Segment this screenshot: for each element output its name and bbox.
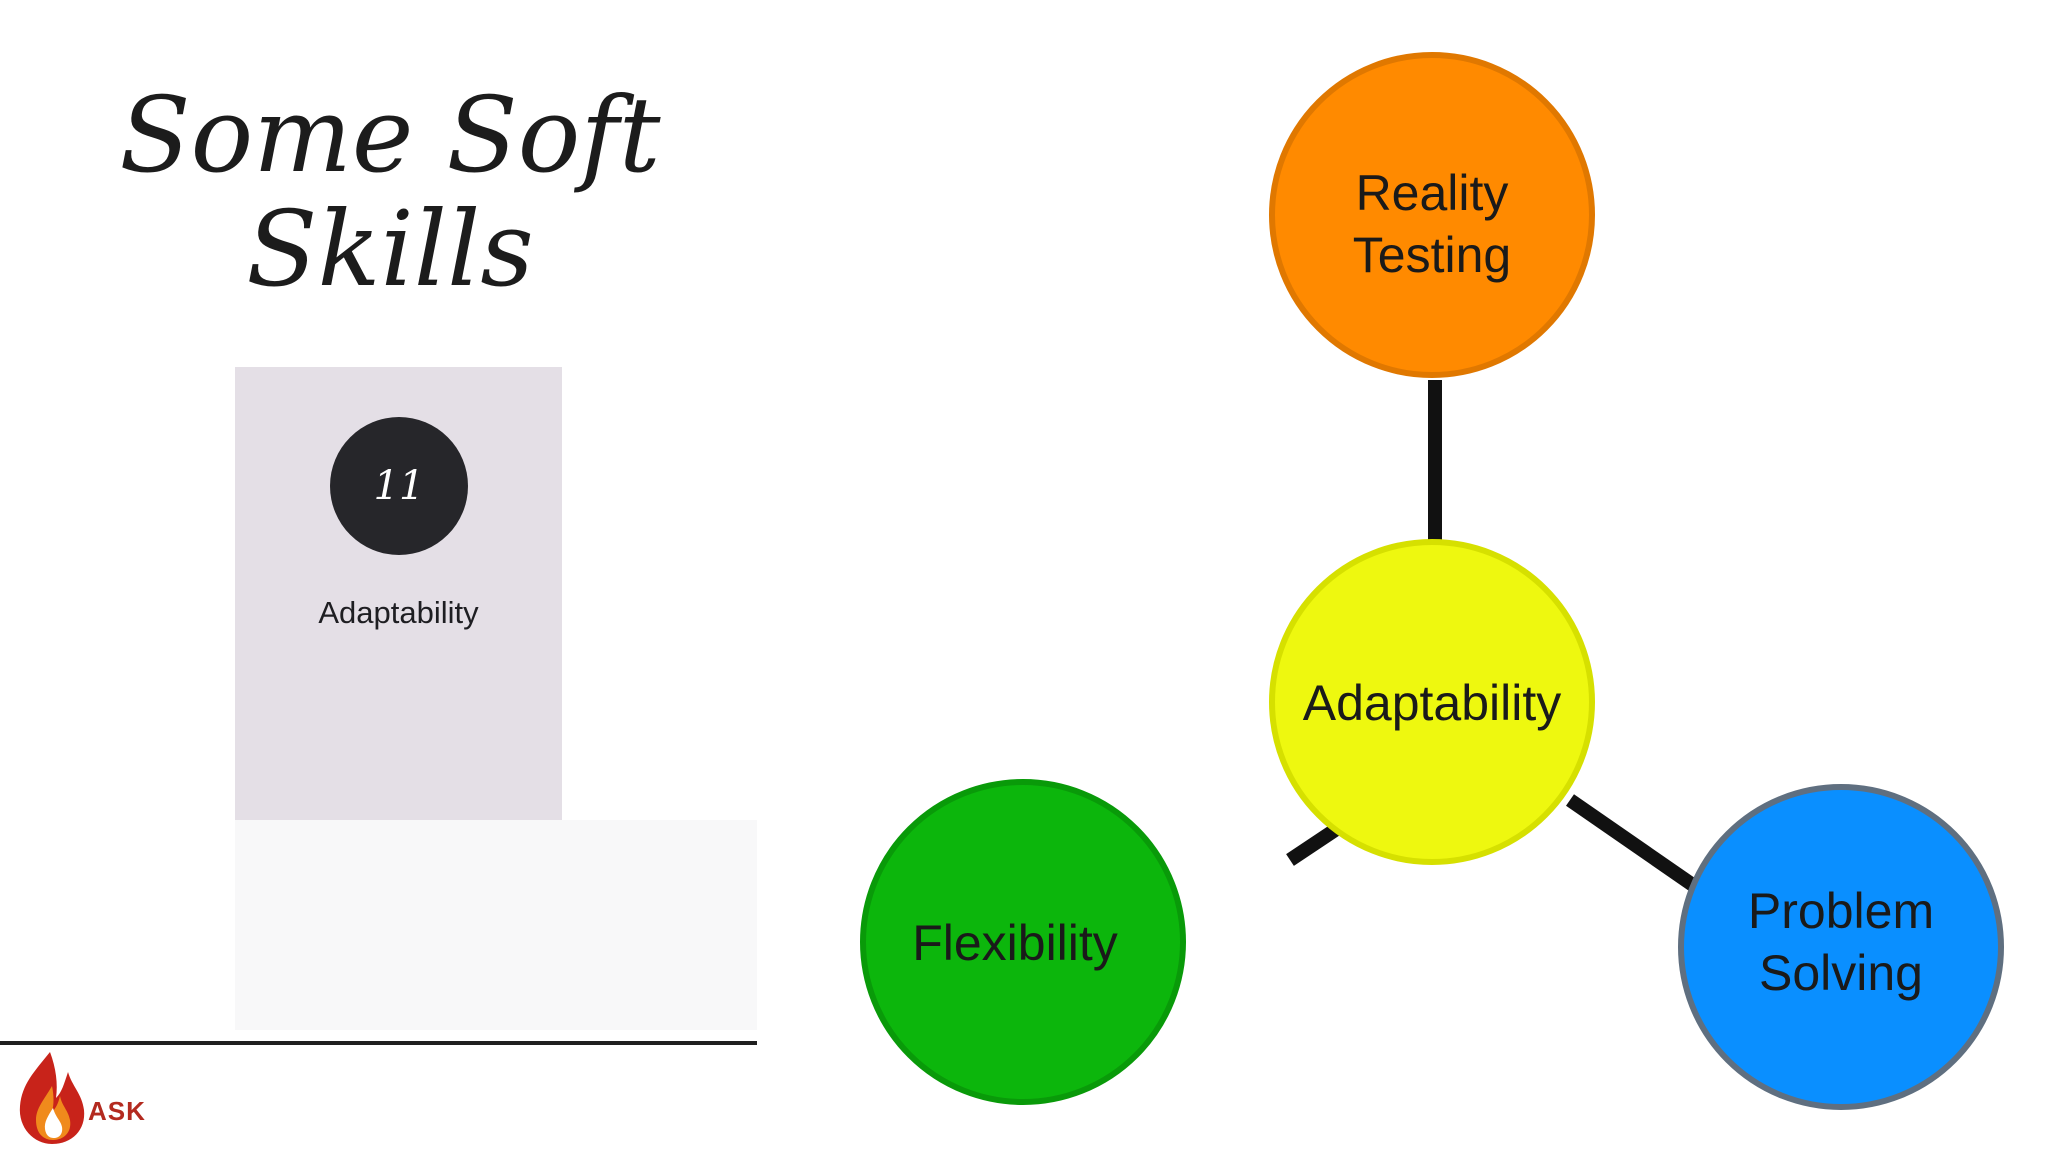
- adaptability-diagram: Reality Testing Adaptability Flexibility…: [860, 52, 2004, 1110]
- node-problem-solving-line-1: Problem: [1748, 883, 1934, 939]
- node-flexibility-line-1: Flexibility: [912, 915, 1118, 971]
- skill-card-label: Adaptability: [318, 595, 479, 630]
- title-line-2: Skills: [246, 188, 534, 310]
- skill-card: 11 Adaptability: [235, 367, 562, 820]
- logo-text: ASK: [88, 1096, 146, 1126]
- node-reality-testing-line-1: Reality: [1356, 165, 1509, 221]
- flame-logo-icon: [19, 1052, 85, 1144]
- node-flexibility: Flexibility: [860, 779, 1186, 1105]
- divider-line: [0, 1041, 757, 1045]
- skill-number: 11: [373, 463, 425, 509]
- title-line-1: Some Soft: [119, 74, 661, 196]
- node-reality-testing: Reality Testing: [1269, 52, 1595, 378]
- node-reality-testing-line-2: Testing: [1353, 227, 1511, 283]
- skill-number-badge: 11: [330, 417, 468, 555]
- node-adaptability-line-1: Adaptability: [1303, 675, 1562, 731]
- left-panel-background: [235, 820, 757, 1030]
- node-problem-solving-line-2: Solving: [1759, 945, 1923, 1001]
- node-problem-solving: Problem Solving: [1678, 784, 2004, 1110]
- slide-title: Some Soft Skills: [80, 78, 700, 306]
- connector-right: [1566, 794, 1704, 896]
- node-adaptability: Adaptability: [1269, 539, 1595, 865]
